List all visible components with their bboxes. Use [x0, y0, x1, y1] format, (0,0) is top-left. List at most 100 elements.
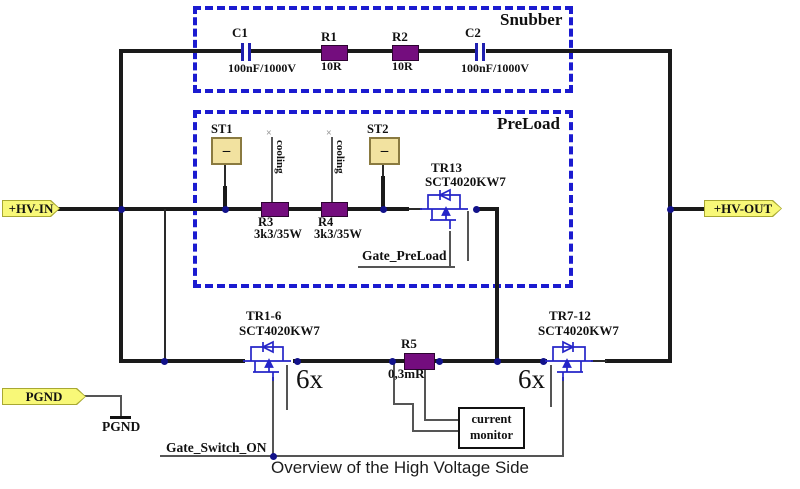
st1-lead — [224, 162, 226, 190]
junction-dot — [494, 358, 501, 365]
junction-dot — [667, 206, 674, 213]
st1-mark: – — [222, 142, 231, 159]
cooling-label-1: cooling — [274, 140, 287, 174]
hv-out-lead-wire — [668, 207, 706, 211]
snubber-wire-seg3 — [486, 49, 672, 53]
st2-lead-thick — [381, 176, 385, 209]
r3-ref-label: R3 — [258, 215, 274, 229]
tr1-6-part-label: SCT4020KW7 — [239, 323, 320, 338]
port-hv-out: +HV-OUT — [704, 200, 782, 217]
gate-preload-wire — [358, 266, 455, 268]
junction-dot — [380, 206, 387, 213]
tr7-12-part-label: SCT4020KW7 — [538, 323, 619, 338]
c2-value-label: 100nF/1000V — [461, 61, 530, 75]
ground-symbol — [110, 416, 131, 419]
bottom-bus-seg3 — [431, 359, 547, 363]
tr13-ref-label: TR13 — [431, 160, 463, 175]
cooling-line-1 — [271, 137, 273, 204]
st1-ref-label: ST1 — [211, 122, 233, 136]
tr7-12-drain-lead — [591, 360, 607, 362]
r2-value-label: 10R — [392, 59, 413, 73]
r5-ref-label: R5 — [401, 336, 417, 351]
st1-thermal-switch: – — [211, 137, 242, 165]
c1-capacitor-plate — [248, 43, 251, 61]
c1-value-label: 100nF/1000V — [228, 61, 297, 75]
port-hv-out-label: +HV-OUT — [705, 201, 781, 216]
pgnd-wire-h — [84, 395, 122, 397]
preload-down-wire — [495, 207, 499, 363]
tr13-source-lead — [409, 208, 422, 210]
port-pgnd-label: PGND — [3, 389, 85, 404]
mosfet-symbol-tr7-12 — [545, 340, 593, 381]
current-monitor-line1: current — [471, 412, 512, 427]
sense-wire-left-h2 — [412, 430, 460, 432]
mosfet-symbol-tr13 — [420, 188, 468, 229]
tr13-gate-wire — [449, 231, 451, 267]
c2-capacitor-plate — [475, 43, 478, 61]
mosfet-symbol-tr1-6 — [243, 340, 291, 381]
ground-label: PGND — [102, 419, 141, 434]
tr1-6-multiplier-label: 6x — [296, 364, 323, 394]
sense-wire-left-v2 — [412, 403, 414, 432]
tr7-12-gate-wire — [562, 377, 564, 456]
sense-wire-right-v — [424, 364, 426, 421]
vent-mark: × — [326, 128, 332, 139]
sense-wire-left-h1 — [393, 403, 413, 405]
snubber-box-label: Snubber — [500, 10, 563, 29]
tr7-12-ref-label: TR7-12 — [549, 308, 591, 323]
pgnd-wire-v — [120, 395, 122, 417]
junction-dot — [389, 358, 396, 365]
hv-in-lead-wire — [56, 207, 167, 211]
r3-value-label: 3k3/35W — [254, 227, 302, 241]
r4-value-label: 3k3/35W — [314, 227, 362, 241]
vent-mark: × — [266, 128, 272, 139]
tr1-6-kelvin-stub — [286, 365, 288, 410]
r4-resistor-body — [321, 202, 348, 217]
current-monitor-line2: monitor — [469, 428, 514, 442]
junction-dot — [222, 206, 229, 213]
st2-mark: – — [380, 142, 389, 159]
tr7-12-kelvin-stub — [550, 365, 552, 407]
current-monitor-box: current monitor — [458, 407, 525, 449]
r5-resistor-body — [404, 353, 435, 370]
r1-ref-label: R1 — [321, 29, 337, 44]
snubber-wire-seg2 — [251, 49, 475, 53]
c1-ref-label: C1 — [232, 25, 248, 40]
junction-dot — [473, 206, 480, 213]
gate-switch-on-wire — [160, 455, 564, 457]
cooling-line-2 — [331, 137, 333, 204]
sense-wire-right-h — [424, 419, 460, 421]
st2-thermal-switch: – — [369, 137, 400, 165]
r4-ref-label: R4 — [318, 215, 334, 229]
gate-preload-net-label: Gate_PreLoad — [362, 248, 447, 263]
tr7-12-multiplier-label: 6x — [518, 364, 545, 394]
c2-ref-label: C2 — [465, 25, 481, 40]
hv-in-branch-wire — [164, 209, 166, 361]
tr1-6-ref-label: TR1-6 — [246, 308, 282, 323]
tr13-part-label: SCT4020KW7 — [425, 174, 506, 189]
figure-caption: Overview of the High Voltage Side — [271, 458, 529, 477]
bottom-bus-seg4 — [605, 359, 672, 363]
junction-dot — [161, 358, 168, 365]
r2-ref-label: R2 — [392, 29, 408, 44]
r1-value-label: 10R — [321, 59, 342, 73]
port-pgnd: PGND — [2, 388, 86, 405]
junction-dot — [294, 358, 301, 365]
junction-dot — [540, 358, 547, 365]
st1-lead-thick — [223, 186, 227, 209]
st2-lead — [382, 162, 384, 180]
junction-dot — [436, 358, 443, 365]
bottom-bus-seg2 — [293, 359, 407, 363]
r1-resistor-body — [321, 45, 348, 61]
tr13-kelvin-stub — [467, 211, 469, 261]
r5-value-label: 0,3mR — [388, 366, 425, 381]
r3-resistor-body — [261, 202, 289, 217]
bottom-bus-seg1 — [119, 359, 245, 363]
gate-switch-on-net-label: Gate_Switch_ON — [166, 440, 267, 455]
preload-box-label: PreLoad — [497, 114, 560, 133]
tr1-6-gate-wire — [272, 377, 274, 457]
cooling-label-2: cooling — [334, 140, 347, 174]
junction-dot — [270, 453, 277, 460]
junction-dot — [118, 206, 125, 213]
